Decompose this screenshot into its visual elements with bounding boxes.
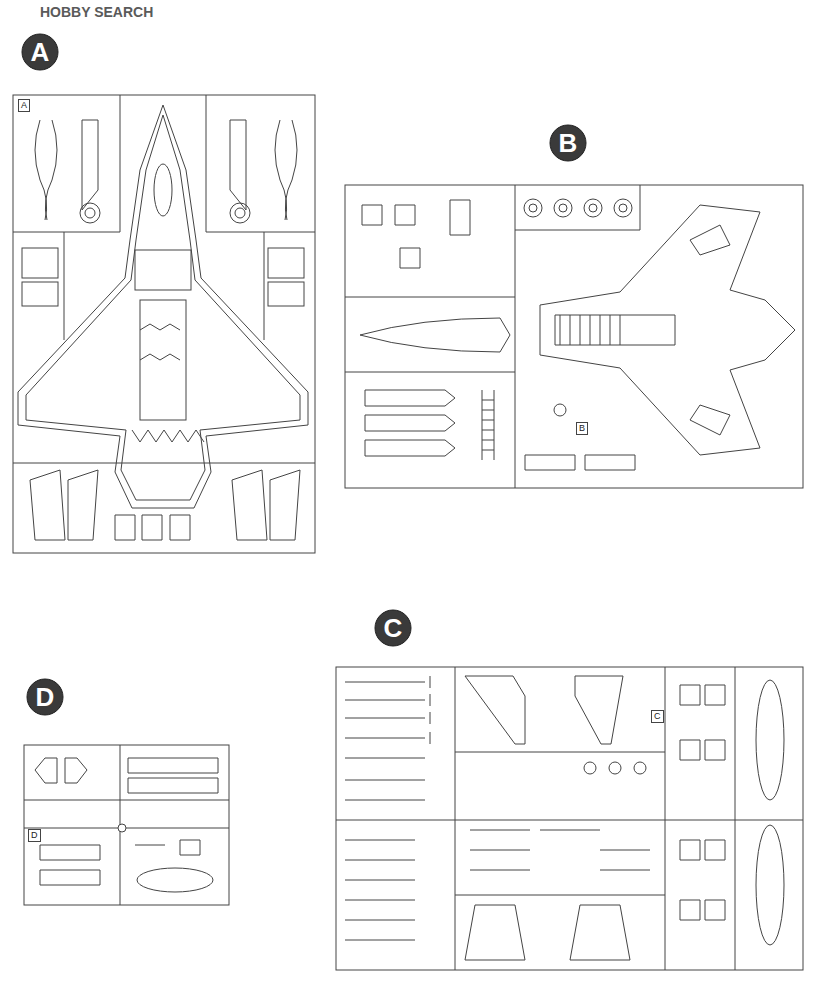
sprue-letter: D: [36, 684, 55, 710]
badge-disc: [22, 34, 58, 70]
watermark: HOBBY SEARCH: [40, 4, 153, 20]
sprue-tag: D: [28, 829, 41, 842]
sprue-c: [336, 667, 803, 970]
sprue-tag: A: [18, 99, 30, 112]
sprue-d: [24, 745, 229, 905]
sprue-tag: B: [576, 422, 588, 435]
sprue-letter: C: [384, 615, 403, 641]
sprue-a: [13, 95, 315, 553]
badge-disc: [27, 679, 63, 715]
sprue-letter: B: [559, 130, 578, 156]
badge-disc: [550, 125, 586, 161]
sprue-letter-badge: B: [549, 124, 587, 162]
badge-disc: [375, 610, 411, 646]
sprue-tag: C: [651, 710, 664, 723]
sprue-letter-badge: C: [374, 609, 412, 647]
sprue-letter: A: [31, 39, 50, 65]
sprue-b: [345, 185, 803, 488]
sprue-letter-badge: D: [26, 678, 64, 716]
sprue-letter-badge: A: [21, 33, 59, 71]
